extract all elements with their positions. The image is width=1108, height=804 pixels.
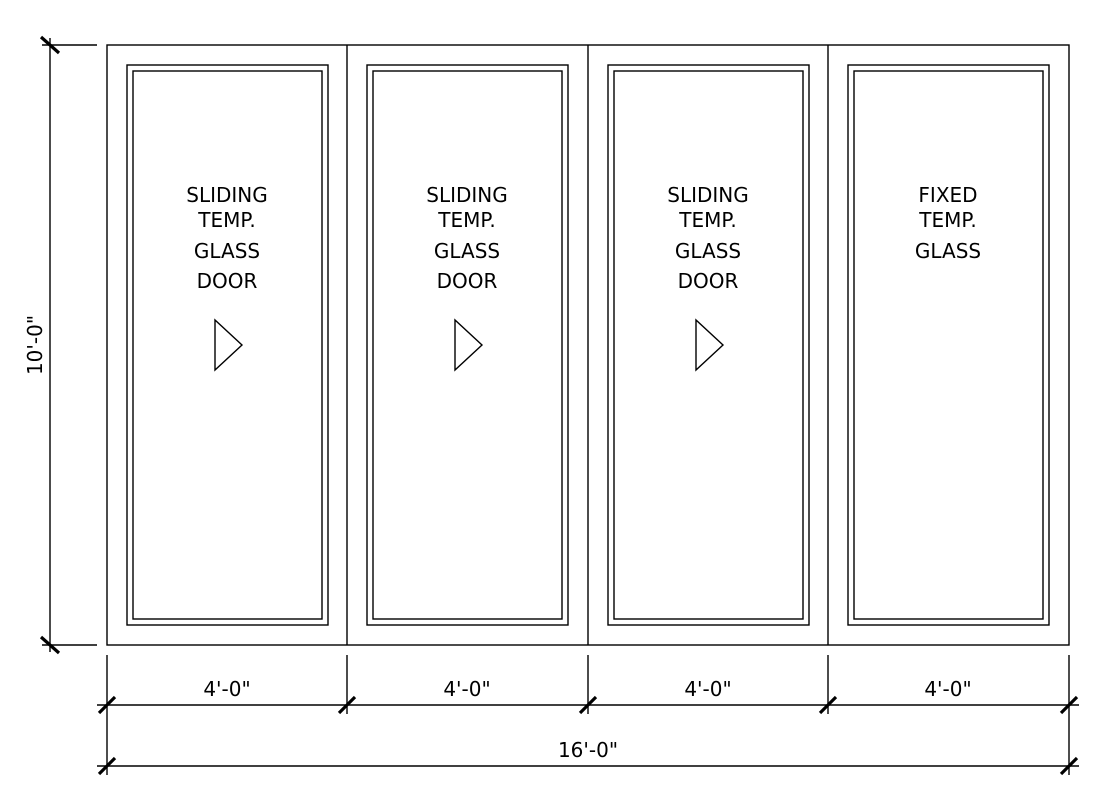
panel-width-tick-4	[1059, 695, 1079, 715]
panel-3-label-line-2: TEMP.	[678, 208, 736, 232]
panel-1: SLIDING TEMP. GLASS DOOR	[126, 64, 329, 626]
panel-3-inner-sash	[613, 70, 804, 620]
overall-width-tick-right	[1059, 756, 1079, 776]
panel-2: SLIDING TEMP. GLASS DOOR	[366, 64, 569, 626]
height-dimension: 10'-0"	[23, 35, 97, 655]
panel-width-label-4: 4'-0"	[924, 677, 971, 701]
height-tick-bottom	[39, 635, 61, 655]
panel-2-outer-sash	[366, 64, 569, 626]
panel-4: FIXED TEMP. GLASS	[847, 64, 1050, 626]
panel-4-label-line-1: FIXED	[918, 183, 977, 207]
panel-1-label-line-3: GLASS	[194, 239, 260, 263]
panel-4-outer-sash	[847, 64, 1050, 626]
height-dimension-label: 10'-0"	[23, 315, 47, 375]
panel-1-slide-direction-arrow-icon	[214, 318, 244, 372]
panel-2-label-line-4: DOOR	[437, 269, 498, 293]
panel-width-tick-2	[578, 695, 598, 715]
panel-2-label-line-2: TEMP.	[437, 208, 495, 232]
panel-width-label-1: 4'-0"	[203, 677, 250, 701]
panel-2-inner-sash	[372, 70, 563, 620]
panel-width-label-3: 4'-0"	[684, 677, 731, 701]
height-tick-top	[39, 35, 61, 55]
panel-3-outer-sash	[607, 64, 810, 626]
panel-3-label-line-1: SLIDING	[667, 183, 749, 207]
panel-width-dimensions: 4'-0" 4'-0" 4'-0" 4'-0"	[97, 655, 1079, 775]
panel-width-tick-1	[337, 695, 357, 715]
panel-2-label-line-1: SLIDING	[426, 183, 508, 207]
panel-4-label-line-3: GLASS	[915, 239, 981, 263]
overall-width-dimension: 16'-0"	[97, 738, 1079, 776]
panel-3: SLIDING TEMP. GLASS DOOR	[607, 64, 810, 626]
panel-4-inner-sash	[853, 70, 1044, 620]
panel-3-label-line-4: DOOR	[678, 269, 739, 293]
panel-1-outer-sash	[126, 64, 329, 626]
panel-width-label-2: 4'-0"	[443, 677, 490, 701]
panel-3-label-line-3: GLASS	[675, 239, 741, 263]
panel-3-slide-direction-arrow-icon	[695, 318, 725, 372]
panel-4-label-line-2: TEMP.	[918, 208, 976, 232]
panel-2-slide-direction-arrow-icon	[454, 318, 484, 372]
panel-1-label-line-2: TEMP.	[197, 208, 255, 232]
overall-width-label: 16'-0"	[558, 738, 618, 762]
panel-2-label-line-3: GLASS	[434, 239, 500, 263]
panel-1-label-line-4: DOOR	[197, 269, 258, 293]
panel-1-inner-sash	[132, 70, 323, 620]
panel-1-label-line-1: SLIDING	[186, 183, 268, 207]
panel-width-tick-0	[97, 695, 117, 715]
panel-width-tick-3	[818, 695, 838, 715]
overall-width-tick-left	[97, 756, 117, 776]
